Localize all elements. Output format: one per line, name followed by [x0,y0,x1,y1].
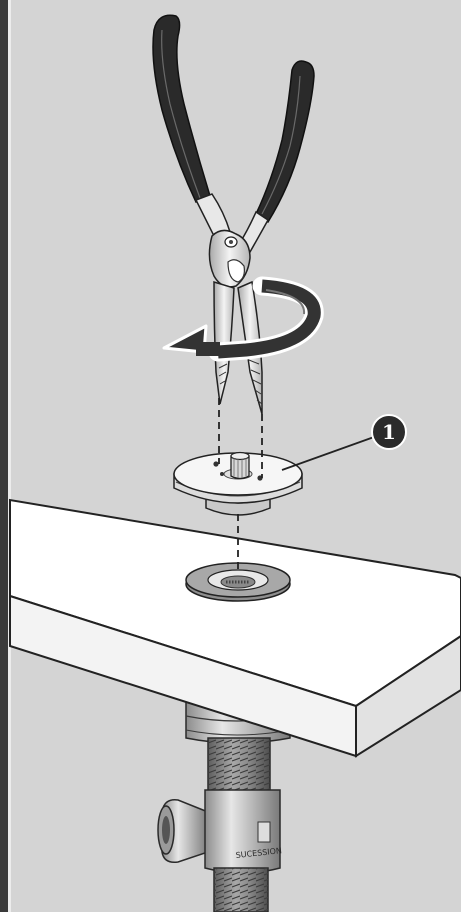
callout-number: 1 [382,420,396,444]
flange-hole [213,461,218,466]
countertop [10,500,461,756]
valve-logo-mark [258,822,270,842]
callout-badge-1: 1 [372,415,406,449]
flange-hole [220,472,224,476]
frame-highlight [8,0,11,912]
flange-part [174,453,302,516]
right-handle-grip [256,61,314,222]
frame-border-left [0,0,8,912]
callout-leader [282,437,374,470]
